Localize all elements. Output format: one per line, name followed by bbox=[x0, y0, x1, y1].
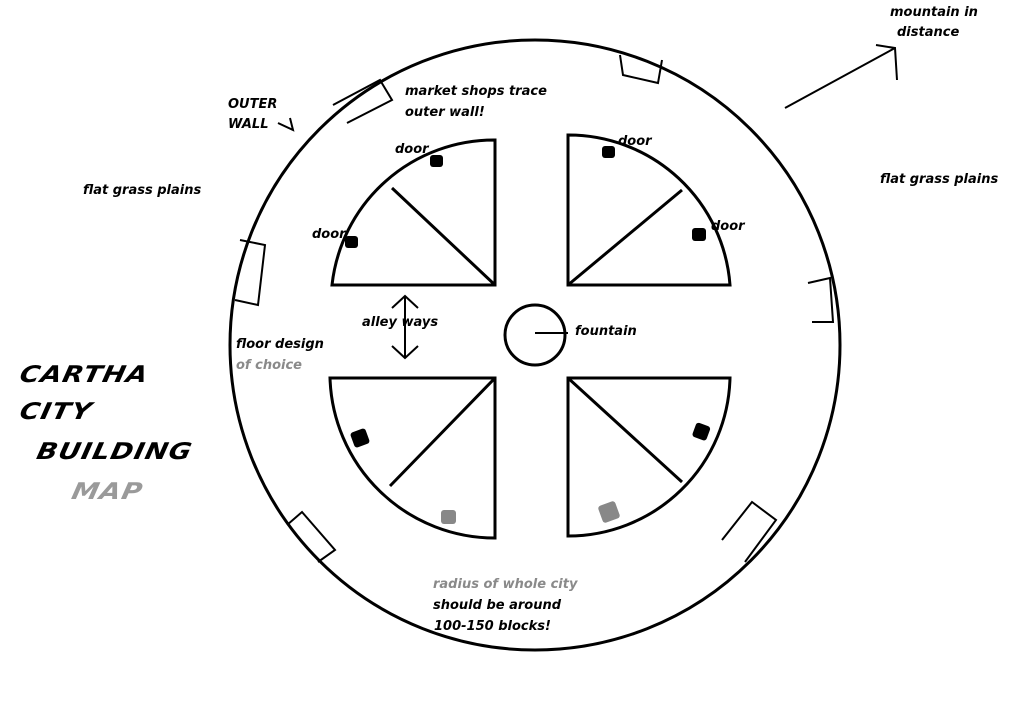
label-mountain: mountain in bbox=[890, 5, 978, 20]
label-door: door bbox=[711, 219, 745, 234]
label-grass-left: flat grass plains bbox=[83, 183, 202, 198]
label-floor-2: of choice bbox=[236, 358, 302, 373]
doors bbox=[345, 146, 711, 524]
label-door: door bbox=[312, 227, 346, 242]
title-line-2: CITY bbox=[17, 398, 95, 425]
title-line-1: CARTHA bbox=[17, 361, 152, 388]
label-radius: radius of whole city bbox=[433, 577, 578, 592]
title-line-3: BUILDING bbox=[34, 438, 195, 465]
block-top-right bbox=[566, 133, 732, 287]
fountain bbox=[503, 303, 567, 367]
label-door: door bbox=[395, 142, 429, 157]
outer-wall bbox=[228, 38, 842, 652]
label-market-2: outer wall! bbox=[405, 105, 485, 120]
label-radius-3: 100-150 blocks! bbox=[434, 619, 551, 634]
label-outer-wall: OUTER bbox=[228, 97, 278, 112]
label-market: market shops trace bbox=[405, 84, 547, 99]
label-fountain: fountain bbox=[575, 324, 637, 339]
block-bottom-left bbox=[328, 376, 497, 540]
label-alley: alley ways bbox=[362, 315, 439, 330]
label-outer-wall-2: WALL bbox=[228, 117, 269, 132]
label-radius-2: should be around bbox=[433, 598, 562, 613]
market-shops bbox=[234, 54, 835, 563]
block-top-left bbox=[330, 138, 497, 287]
label-mountain-2: distance bbox=[897, 25, 960, 40]
label-grass-right: flat grass plains bbox=[880, 172, 999, 187]
block-bottom-right bbox=[566, 376, 732, 538]
label-door: door bbox=[618, 134, 652, 149]
title-line-4: MAP bbox=[69, 478, 146, 505]
label-floor: floor design bbox=[236, 337, 324, 352]
